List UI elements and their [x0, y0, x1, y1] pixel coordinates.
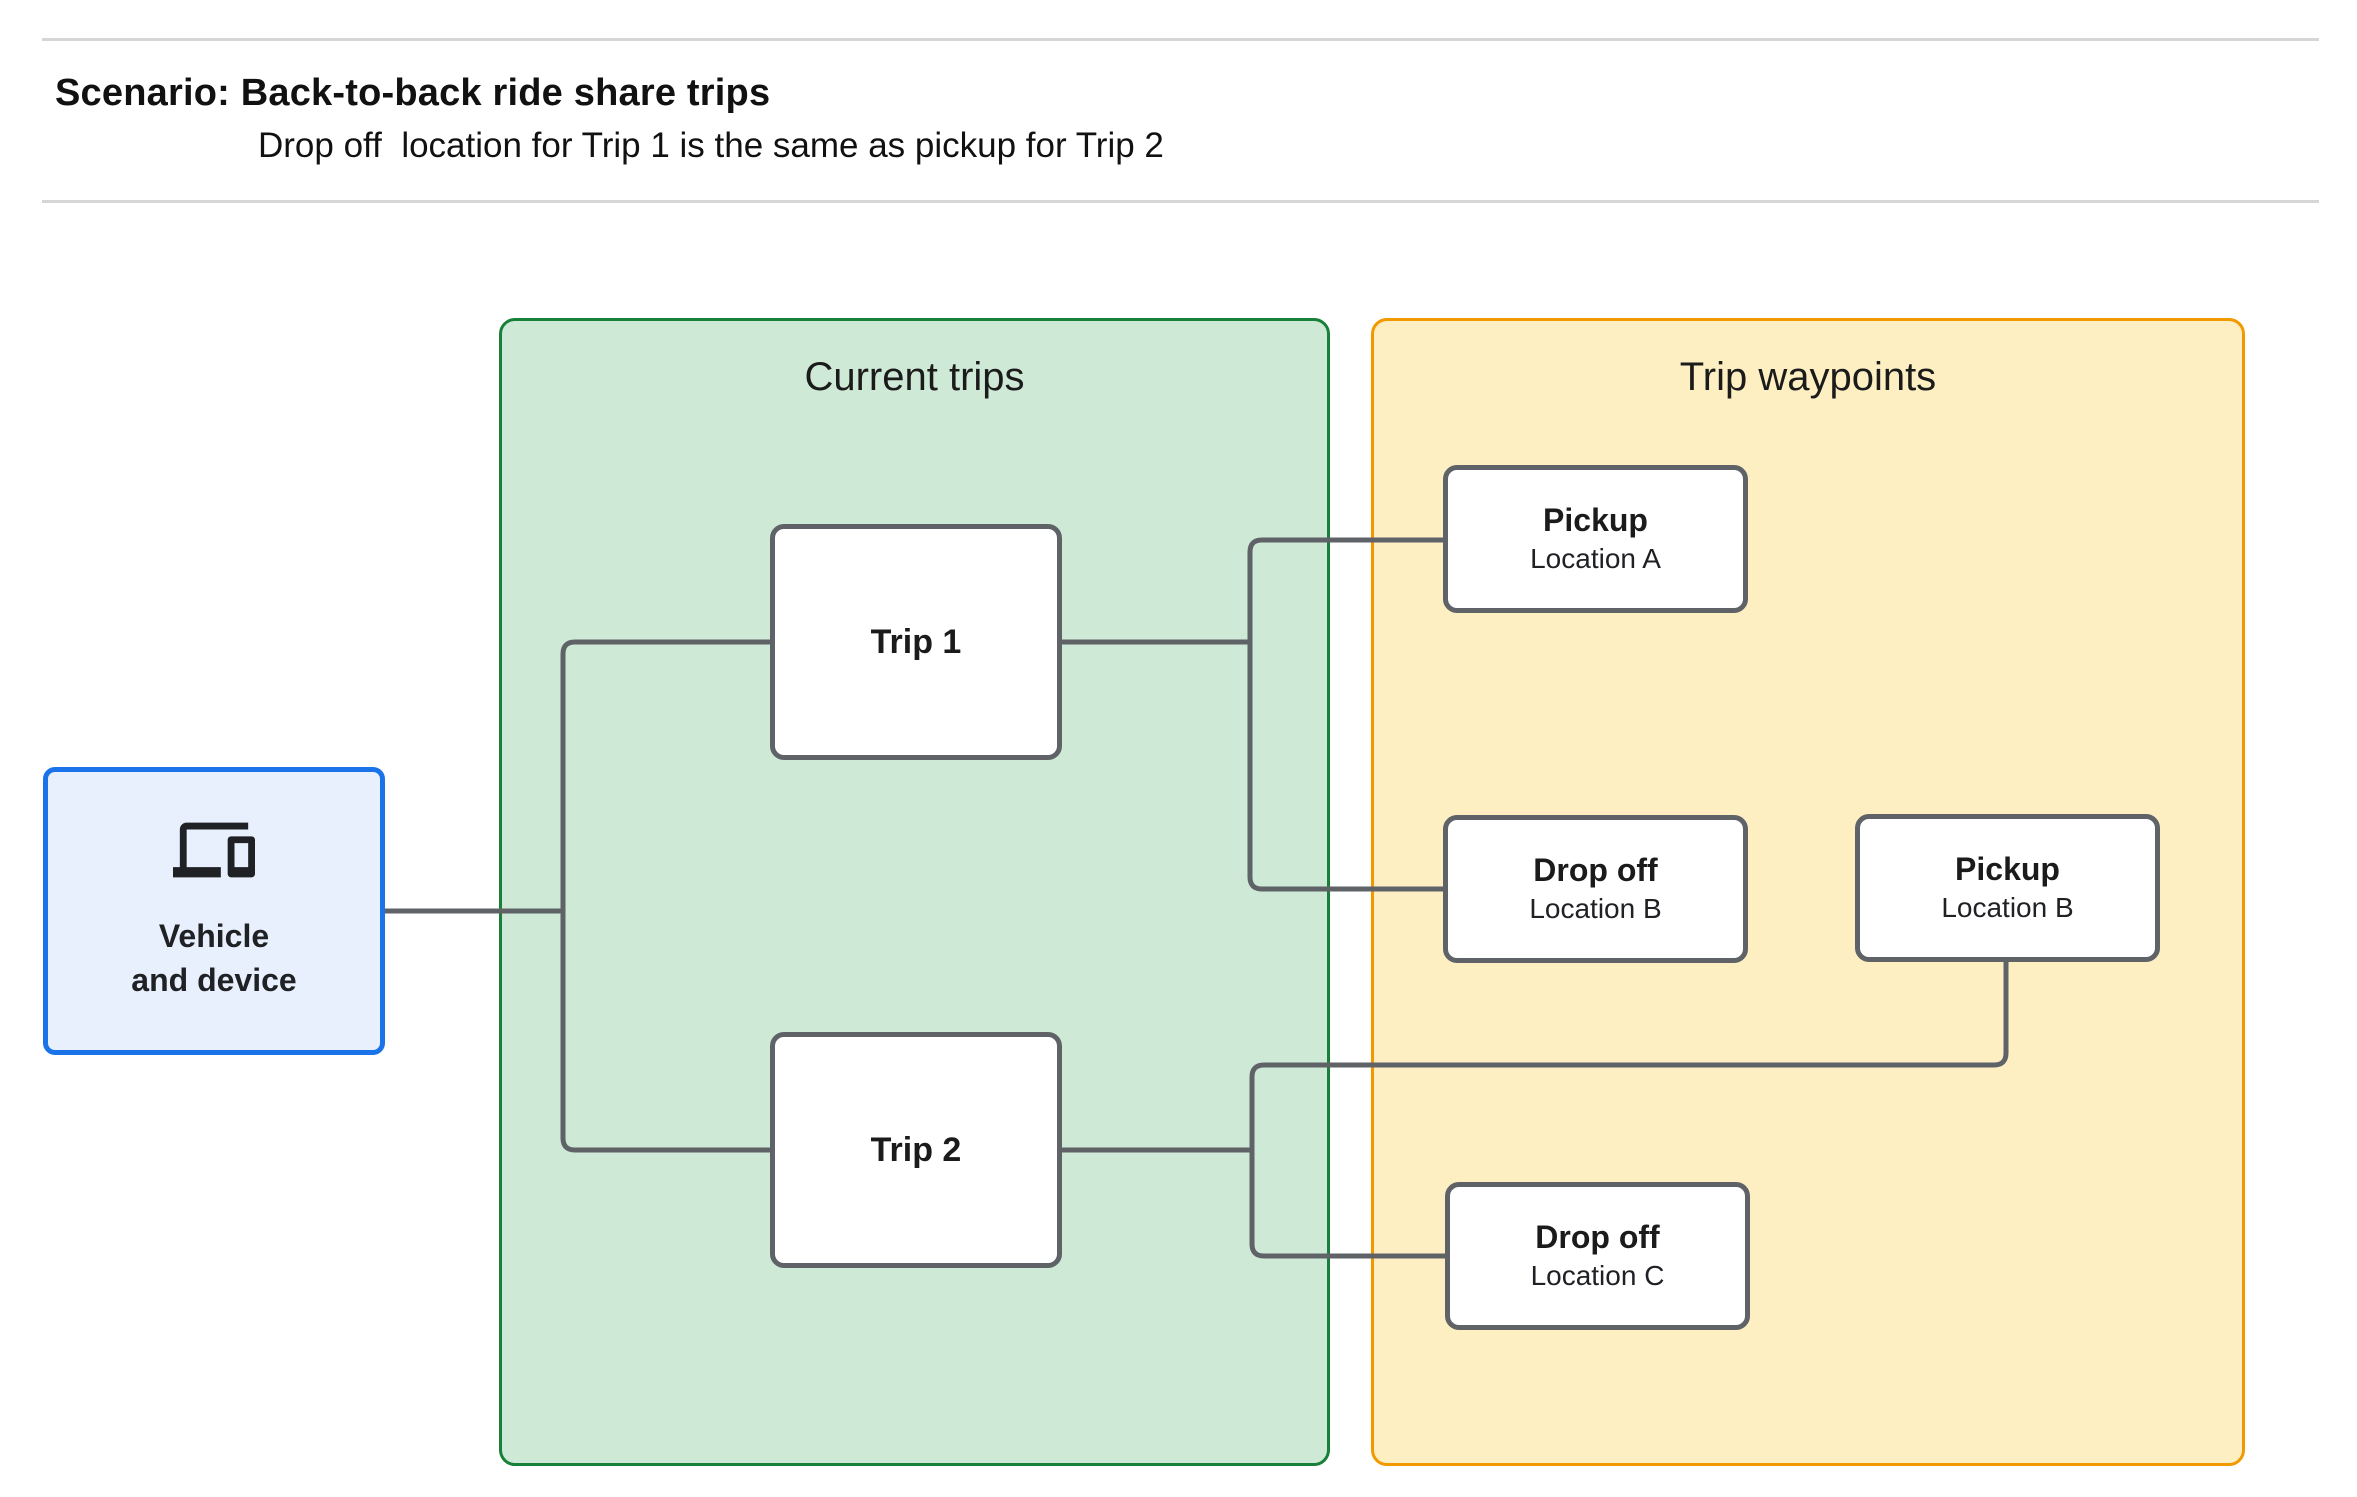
waypoint-title: Pickup	[1955, 851, 2060, 887]
page-subtitle: Drop off location for Trip 1 is the same…	[258, 126, 1164, 165]
waypoint-subtitle: Location A	[1530, 543, 1661, 574]
devices-icon	[173, 808, 255, 892]
page-title: Scenario: Back-to-back ride share trips	[55, 72, 771, 114]
waypoint-pickup-location-b: Pickup Location B	[1855, 814, 2160, 962]
vehicle-label-line1: Vehicle	[158, 918, 270, 954]
waypoint-subtitle: Location B	[1529, 893, 1662, 924]
trip-2-node: Trip 2	[770, 1032, 1062, 1268]
trip-1-node: Trip 1	[770, 524, 1062, 760]
vehicle-label-line2: and device	[131, 962, 297, 998]
waypoint-dropoff-location-b: Drop off Location B	[1443, 815, 1748, 963]
panel-trip-waypoints-title: Trip waypoints	[1679, 355, 1937, 399]
trip-2-label: Trip 2	[870, 1130, 962, 1169]
connector-trunk-to-trips	[560, 639, 770, 1153]
panel-current-trips: Current trips	[499, 318, 1330, 1466]
waypoint-title: Drop off	[1533, 852, 1658, 888]
top-divider	[42, 38, 2319, 41]
panel-current-trips-title: Current trips	[804, 355, 1025, 399]
waypoint-subtitle: Location C	[1530, 1260, 1665, 1291]
trip-1-label: Trip 1	[870, 622, 962, 661]
waypoint-title: Pickup	[1543, 502, 1648, 538]
connector-trunk-to-pickupA-dropoffB	[1247, 537, 1445, 892]
vehicle-and-device-node: Vehicle and device	[43, 767, 385, 1055]
connector-pickupB-to-dropoffC-trunk	[1249, 962, 2009, 1259]
waypoint-dropoff-location-c: Drop off Location C	[1445, 1182, 1750, 1330]
vehicle-node-label: Vehicle and device	[131, 914, 296, 1002]
waypoint-subtitle: Location B	[1941, 892, 2074, 923]
header-divider	[42, 200, 2319, 203]
waypoint-pickup-location-a: Pickup Location A	[1443, 465, 1748, 613]
waypoint-title: Drop off	[1535, 1219, 1660, 1255]
